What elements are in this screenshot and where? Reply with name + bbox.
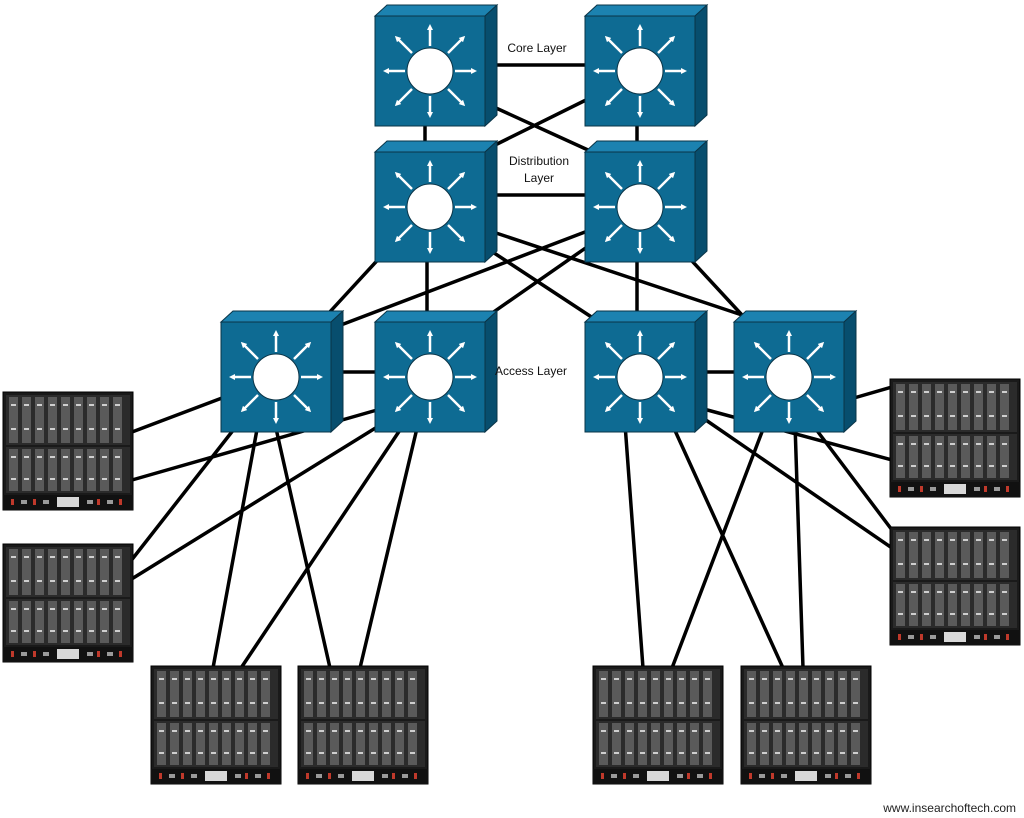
link-acc3-blade7	[623, 422, 645, 670]
blade-server-chassis-icon	[592, 665, 724, 785]
link-acc1-blade1	[130, 396, 224, 434]
link-acc2-blade4	[358, 422, 420, 670]
link-acc4-blade8	[793, 422, 805, 670]
blade-chassis-bottom-2	[297, 665, 429, 785]
blade-chassis-bottom-1	[150, 665, 282, 785]
blade-server-chassis-icon	[889, 378, 1021, 498]
distribution-layer-label-line1: Distribution	[509, 154, 569, 168]
link-acc4-blade6	[810, 422, 894, 532]
blade-chassis-left-2	[2, 543, 134, 663]
blade-chassis-bottom-4	[740, 665, 872, 785]
blade-server-chassis-icon	[150, 665, 282, 785]
watermark-url: www.insearchoftech.com	[882, 801, 1016, 815]
link-core1-dist2	[483, 101, 590, 152]
blade-server-chassis-icon	[2, 391, 134, 511]
layer3-switch-icon	[585, 141, 707, 262]
link-acc1-blade3	[211, 422, 260, 670]
blade-server-chassis-icon	[297, 665, 429, 785]
blade-server-chassis-icon	[889, 526, 1021, 646]
distribution-switch-2	[585, 141, 707, 262]
distribution-switch-1	[375, 141, 497, 262]
blade-chassis-left-1	[2, 391, 134, 511]
access-layer-label: Access Layer	[495, 364, 567, 378]
blade-server-chassis-icon	[740, 665, 872, 785]
link-acc2-blade3	[239, 422, 406, 670]
layer3-switch-icon	[375, 311, 497, 432]
link-dist2-acc2	[483, 245, 589, 320]
access-switch-2	[375, 311, 497, 432]
layer3-switch-icon	[375, 5, 497, 126]
access-switch-1	[221, 311, 343, 432]
layer3-switch-icon	[585, 5, 707, 126]
blade-server-chassis-icon	[2, 543, 134, 663]
link-acc3-blade8	[670, 422, 785, 670]
layer3-switch-icon	[375, 141, 497, 262]
layer3-switch-icon	[585, 311, 707, 432]
blade-chassis-right-1	[889, 378, 1021, 498]
layer3-switch-icon	[734, 311, 856, 432]
blade-chassis-bottom-3	[592, 665, 724, 785]
link-acc4-blade7	[670, 422, 767, 670]
link-acc2-blade2	[128, 422, 384, 582]
link-dist1-acc4	[485, 228, 744, 317]
blade-chassis-right-2	[889, 526, 1021, 646]
core-switch-1	[375, 5, 497, 126]
link-acc1-blade2	[128, 422, 240, 564]
core-switch-2	[585, 5, 707, 126]
link-acc1-blade4	[273, 422, 332, 670]
core-layer-label: Core Layer	[507, 41, 566, 55]
link-core2-dist1	[483, 96, 592, 152]
link-dist2-acc1	[331, 230, 587, 330]
distribution-layer-label-line2: Layer	[524, 171, 554, 185]
access-switch-4	[734, 311, 856, 432]
access-switch-3	[585, 311, 707, 432]
layer3-switch-icon	[221, 311, 343, 432]
